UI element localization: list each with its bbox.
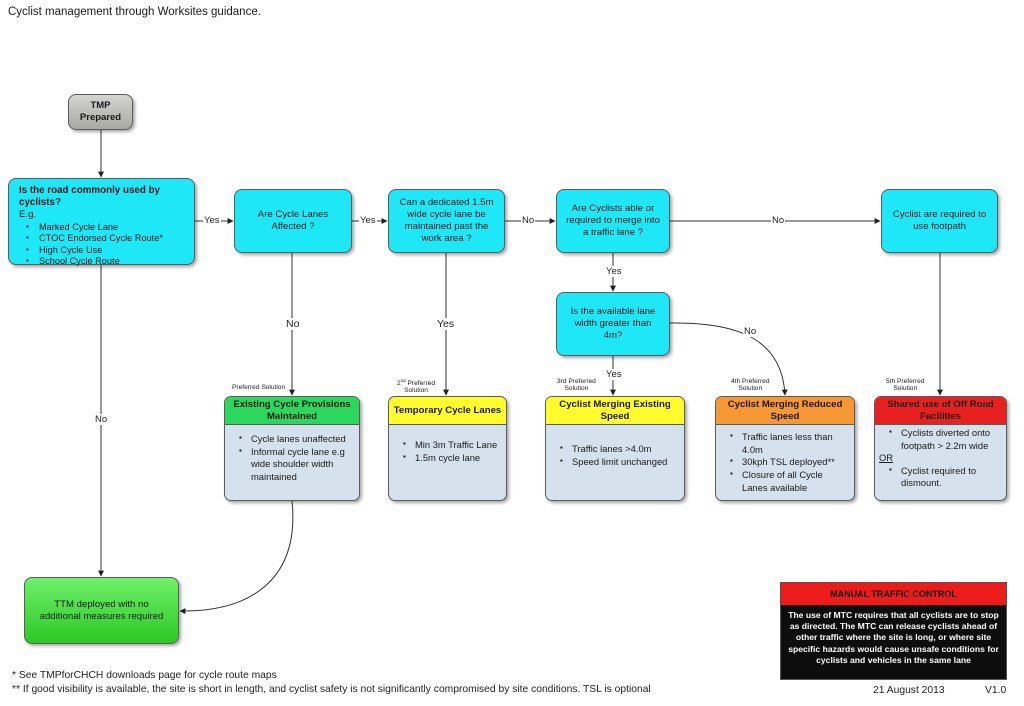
eg-label: E.g. — [19, 209, 37, 221]
list-item: 30kph TSL deployed** — [730, 456, 848, 469]
road-type-list: Marked Cycle Lane CTOC Endorsed Cycle Ro… — [19, 222, 184, 266]
edge-sol1-to-ttm — [179, 500, 294, 615]
solution-list: Traffic lanes less than 4.0m 30kph TSL d… — [730, 431, 848, 494]
pref-caption-1: Preferred Solution — [232, 384, 286, 391]
node-lane-width: Is the available lane width greater than… — [556, 292, 670, 356]
edge-width-no — [669, 322, 788, 396]
pref-caption-4: 4th Preferred Solution — [731, 378, 770, 393]
pref-solution: Solution — [404, 387, 428, 395]
list-item: Informal cycle lane e.g wide shoulder wi… — [239, 446, 353, 484]
page-title: Cyclist management through Worksites gui… — [8, 6, 261, 18]
label-yes-1: Yes — [203, 215, 221, 226]
label-yes-2: Yes — [359, 215, 377, 226]
list-item: 1.5m cycle lane — [403, 452, 500, 465]
label-yes-5: Yes — [436, 318, 456, 330]
list-item: School Cycle Route — [26, 256, 184, 267]
list-item: Closure of all Cycle Lanes available — [730, 469, 848, 494]
solution-list: Cyclists diverted onto footpath > 2.2m w… — [889, 427, 1002, 452]
label-yes-4: Yes — [605, 369, 623, 380]
solution-merging-existing-speed: Cyclist Merging Existing Speed Traffic l… — [545, 396, 685, 501]
node-tmp-prepared: TMP Prepared — [68, 94, 133, 130]
document-version: V1.0 — [985, 685, 1007, 696]
list-item: Cycle lanes unaffected — [239, 433, 353, 446]
node-road-used-by-cyclists: Is the road commonly used by cyclists? E… — [8, 178, 195, 266]
list-item: Marked Cycle Lane — [26, 222, 184, 233]
pref-line: 3rd Preferred — [557, 378, 596, 385]
label-no-5: No — [94, 414, 109, 425]
pref-word: Preferred — [407, 380, 436, 388]
node-cyclists-merge: Are Cyclists able or required to merge i… — [556, 189, 670, 253]
pref-line: 4th Preferred — [731, 378, 770, 385]
pref-caption-5: 5th Preferred Solution — [886, 378, 925, 393]
solution-title: Cyclist Merging Existing Speed — [546, 397, 684, 425]
list-item: Cyclist required to dismount. — [889, 465, 1002, 490]
mtc-title: MANUAL TRAFFIC CONTROL — [781, 583, 1006, 605]
list-item: Traffic lanes less than 4.0m — [730, 431, 848, 456]
question-road-used: Is the road commonly used by cyclists? — [19, 185, 160, 209]
label-no-3: No — [743, 326, 758, 337]
node-cycle-lanes-affected: Are Cycle Lanes Affected ? — [234, 189, 352, 253]
label-no-4: No — [285, 318, 301, 330]
list-item: Min 3m Traffic Lane — [403, 439, 500, 452]
list-item: Speed limit unchanged — [560, 456, 678, 469]
solution-list: Traffic lanes >4.0m Speed limit unchange… — [560, 443, 678, 468]
manual-traffic-control-panel: MANUAL TRAFFIC CONTROL The use of MTC re… — [780, 582, 1007, 680]
document-date: 21 August 2013 — [873, 685, 945, 696]
node-use-footpath: Cyclist are required to use footpath — [881, 189, 998, 253]
footnote-2: ** If good visibility is available, the … — [12, 684, 651, 695]
pref-caption-2: 2nd Preferred Solution — [397, 378, 436, 395]
label-yes-3: Yes — [605, 266, 623, 277]
pref-sup: nd — [400, 378, 406, 383]
pref-line: Solution — [738, 384, 763, 392]
solution-body: Cyclists diverted onto footpath > 2.2m w… — [875, 425, 1006, 490]
footnote-1: * See TMPforCHCH downloads page for cycl… — [12, 670, 277, 681]
solution-off-road-facilities: Shared use of Off Road Facilities Cyclis… — [874, 396, 1007, 501]
mtc-body: The use of MTC requires that all cyclist… — [781, 605, 1006, 679]
pref-line: 5th Preferred — [886, 378, 925, 385]
solution-list: Cycle lanes unaffected Informal cycle la… — [239, 433, 353, 484]
pref-caption-3: 3rd Preferred Solution — [557, 378, 596, 393]
solution-list: Min 3m Traffic Lane 1.5m cycle lane — [403, 439, 500, 464]
solution-title: Cyclist Merging Reduced Speed — [716, 397, 854, 425]
pref-line: Solution — [564, 384, 589, 392]
list-item: High Cycle Use — [26, 245, 184, 256]
solution-merging-reduced-speed: Cyclist Merging Reduced Speed Traffic la… — [715, 396, 855, 501]
list-item: Traffic lanes >4.0m — [560, 443, 678, 456]
label-no-2: No — [771, 215, 786, 226]
pref-num: 2 — [397, 380, 401, 388]
solution-list: Cyclist required to dismount. — [889, 465, 1002, 490]
or-separator: OR — [879, 452, 894, 464]
list-item: CTOC Endorsed Cycle Route* — [26, 233, 184, 244]
solution-temporary-cycle-lanes: Temporary Cycle Lanes Min 3m Traffic Lan… — [388, 396, 507, 501]
label-no-1: No — [521, 215, 536, 226]
pref-line: Solution — [893, 384, 918, 392]
list-item: Cyclists diverted onto footpath > 2.2m w… — [889, 427, 1002, 452]
node-dedicated-cycle-lane: Can a dedicated 1.5m wide cycle lane be … — [388, 189, 505, 253]
solution-title: Temporary Cycle Lanes — [389, 397, 506, 425]
node-ttm-deployed: TTM deployed with no additional measures… — [24, 577, 179, 644]
solution-title: Existing Cycle Provisions Maintained — [225, 397, 359, 425]
solution-existing-provisions: Existing Cycle Provisions Maintained Cyc… — [224, 396, 360, 501]
solution-title: Shared use of Off Road Facilities — [875, 397, 1006, 425]
